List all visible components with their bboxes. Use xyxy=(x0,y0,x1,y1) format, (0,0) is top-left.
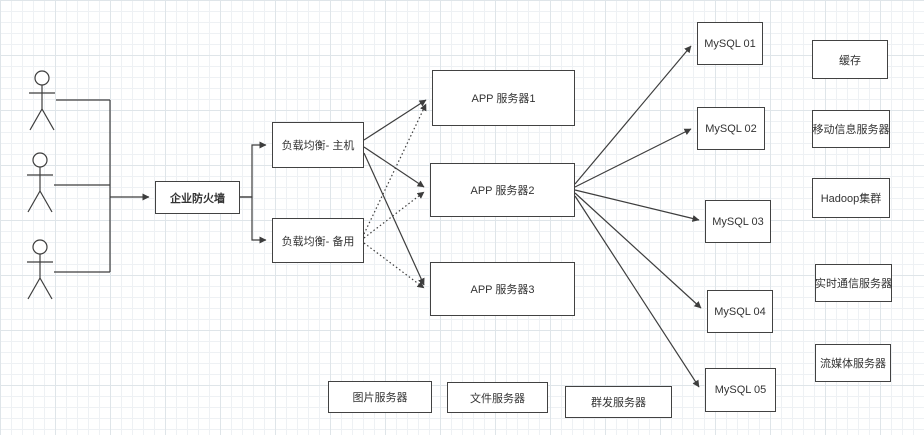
node-realtime-comm-server[interactable]: 实时通信服务器 xyxy=(815,264,892,302)
node-app-server-1[interactable]: APP 服务器1 xyxy=(432,70,575,126)
node-mysql-02[interactable]: MySQL 02 xyxy=(697,107,765,150)
edge-app2-to-mysql03 xyxy=(574,189,700,222)
node-firewall-label: 企业防火墙 xyxy=(170,192,225,205)
stick-figure-user-1[interactable] xyxy=(29,70,55,131)
node-broadcast-server[interactable]: 群发服务器 xyxy=(565,386,672,418)
edge-lb-backup-to-app2 xyxy=(363,191,425,239)
node-file-server[interactable]: 文件服务器 xyxy=(447,382,548,413)
node-mysql-01[interactable]: MySQL 01 xyxy=(697,22,763,65)
node-streaming-media-server[interactable]: 流媒体服务器 xyxy=(815,344,891,382)
node-load-balancer-master-label: 负载均衡- 主机 xyxy=(281,140,355,152)
node-app-server-2-label: APP 服务器2 xyxy=(470,185,535,197)
actor-head xyxy=(32,152,48,168)
actor-head xyxy=(32,239,48,255)
node-hadoop-cluster-label: Hadoop集群 xyxy=(820,193,882,205)
actor-limb xyxy=(39,277,53,300)
node-streaming-media-server-label: 流媒体服务器 xyxy=(820,358,886,370)
node-app-server-2[interactable]: APP 服务器2 xyxy=(430,163,575,217)
node-image-server-label: 图片服务器 xyxy=(352,392,408,404)
node-app-server-3-label: APP 服务器3 xyxy=(470,284,535,296)
actor-limb xyxy=(39,190,53,213)
node-mysql-05-label: MySQL 05 xyxy=(714,384,767,396)
node-mobile-info-server-label: 移动信息服务器 xyxy=(812,124,890,136)
actor-limb xyxy=(41,108,55,131)
node-realtime-comm-server-label: 实时通信服务器 xyxy=(815,278,892,290)
actor-head xyxy=(34,70,50,86)
edge-lb-master-to-app2 xyxy=(363,146,425,188)
node-mysql-05[interactable]: MySQL 05 xyxy=(705,368,776,412)
node-load-balancer-backup[interactable]: 负载均衡- 备用 xyxy=(272,218,364,263)
edge-app2-to-mysql04 xyxy=(574,192,702,309)
node-load-balancer-backup-label: 负载均衡- 备用 xyxy=(281,235,355,248)
node-load-balancer-master[interactable]: 负载均衡- 主机 xyxy=(272,122,364,168)
node-cache-server[interactable]: 缓存 xyxy=(812,40,888,79)
node-broadcast-server-label: 群发服务器 xyxy=(591,397,646,409)
node-mysql-03-label: MySQL 03 xyxy=(712,215,764,228)
actor-limb xyxy=(29,108,43,131)
node-app-server-3[interactable]: APP 服务器3 xyxy=(430,262,575,316)
node-hadoop-cluster[interactable]: Hadoop集群 xyxy=(812,178,890,218)
edge-lb-master-to-app1 xyxy=(363,99,427,141)
node-mysql-02-label: MySQL 02 xyxy=(705,122,757,135)
node-mysql-04-label: MySQL 04 xyxy=(714,305,766,318)
actor-limb xyxy=(27,190,41,213)
edge-app2-to-mysql05 xyxy=(574,195,700,388)
edge-firewall-to-lb-master xyxy=(240,141,267,198)
actor-limb xyxy=(27,277,41,300)
node-mysql-04[interactable]: MySQL 04 xyxy=(707,290,773,333)
edge-lb-backup-to-app1 xyxy=(363,103,427,235)
edge-lb-master-to-app3 xyxy=(363,152,425,286)
node-mysql-01-label: MySQL 01 xyxy=(704,37,756,50)
node-app-server-1-label: APP 服务器1 xyxy=(471,93,536,105)
node-file-server-label: 文件服务器 xyxy=(470,392,525,405)
node-mobile-info-server[interactable]: 移动信息服务器 xyxy=(812,110,890,148)
edge-lb-backup-to-app3 xyxy=(363,242,425,289)
edge-app2-to-mysql01 xyxy=(574,45,692,185)
node-cache-server-label: 缓存 xyxy=(839,54,861,67)
node-image-server[interactable]: 图片服务器 xyxy=(328,381,432,413)
edge-firewall-to-lb-backup xyxy=(240,196,267,244)
node-mysql-03[interactable]: MySQL 03 xyxy=(705,200,771,243)
edge-app2-to-mysql02 xyxy=(574,128,692,188)
stick-figure-user-3[interactable] xyxy=(27,239,53,300)
node-firewall[interactable]: 企业防火墙 xyxy=(155,181,240,214)
stick-figure-user-2[interactable] xyxy=(27,152,53,213)
